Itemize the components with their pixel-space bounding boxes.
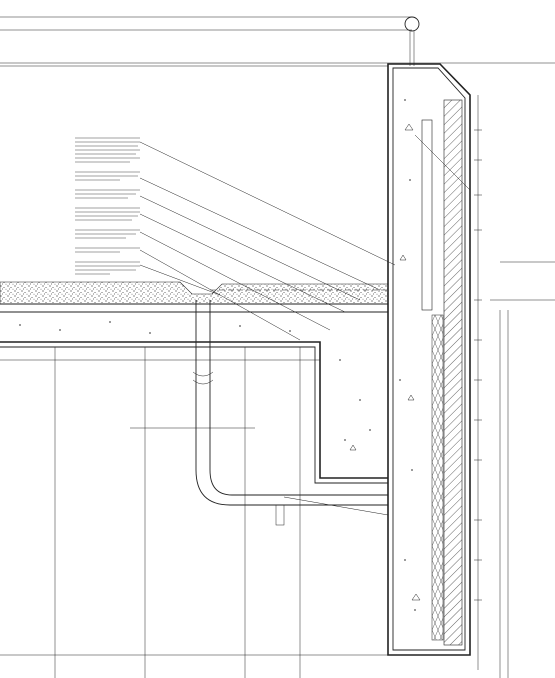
column-grid-lines	[0, 347, 388, 678]
note-block-7	[75, 261, 140, 275]
top-frame-lines	[0, 16, 555, 67]
note-block-1	[75, 137, 140, 163]
annotation-notes	[75, 137, 140, 275]
note-block-5	[75, 229, 140, 239]
note-block-2	[75, 171, 140, 181]
section-marker-icon	[404, 16, 420, 66]
concrete-slab	[0, 311, 388, 484]
note-block-3	[75, 189, 140, 199]
exterior-wall	[387, 63, 555, 678]
concrete-speckles	[19, 99, 421, 611]
dimension-ticks	[474, 129, 482, 601]
note-block-6	[75, 247, 140, 253]
roof-ballast-layer	[0, 281, 389, 305]
roof-drain-pipe	[192, 300, 389, 526]
note-block-4	[75, 207, 140, 221]
leader-lines	[139, 134, 471, 341]
